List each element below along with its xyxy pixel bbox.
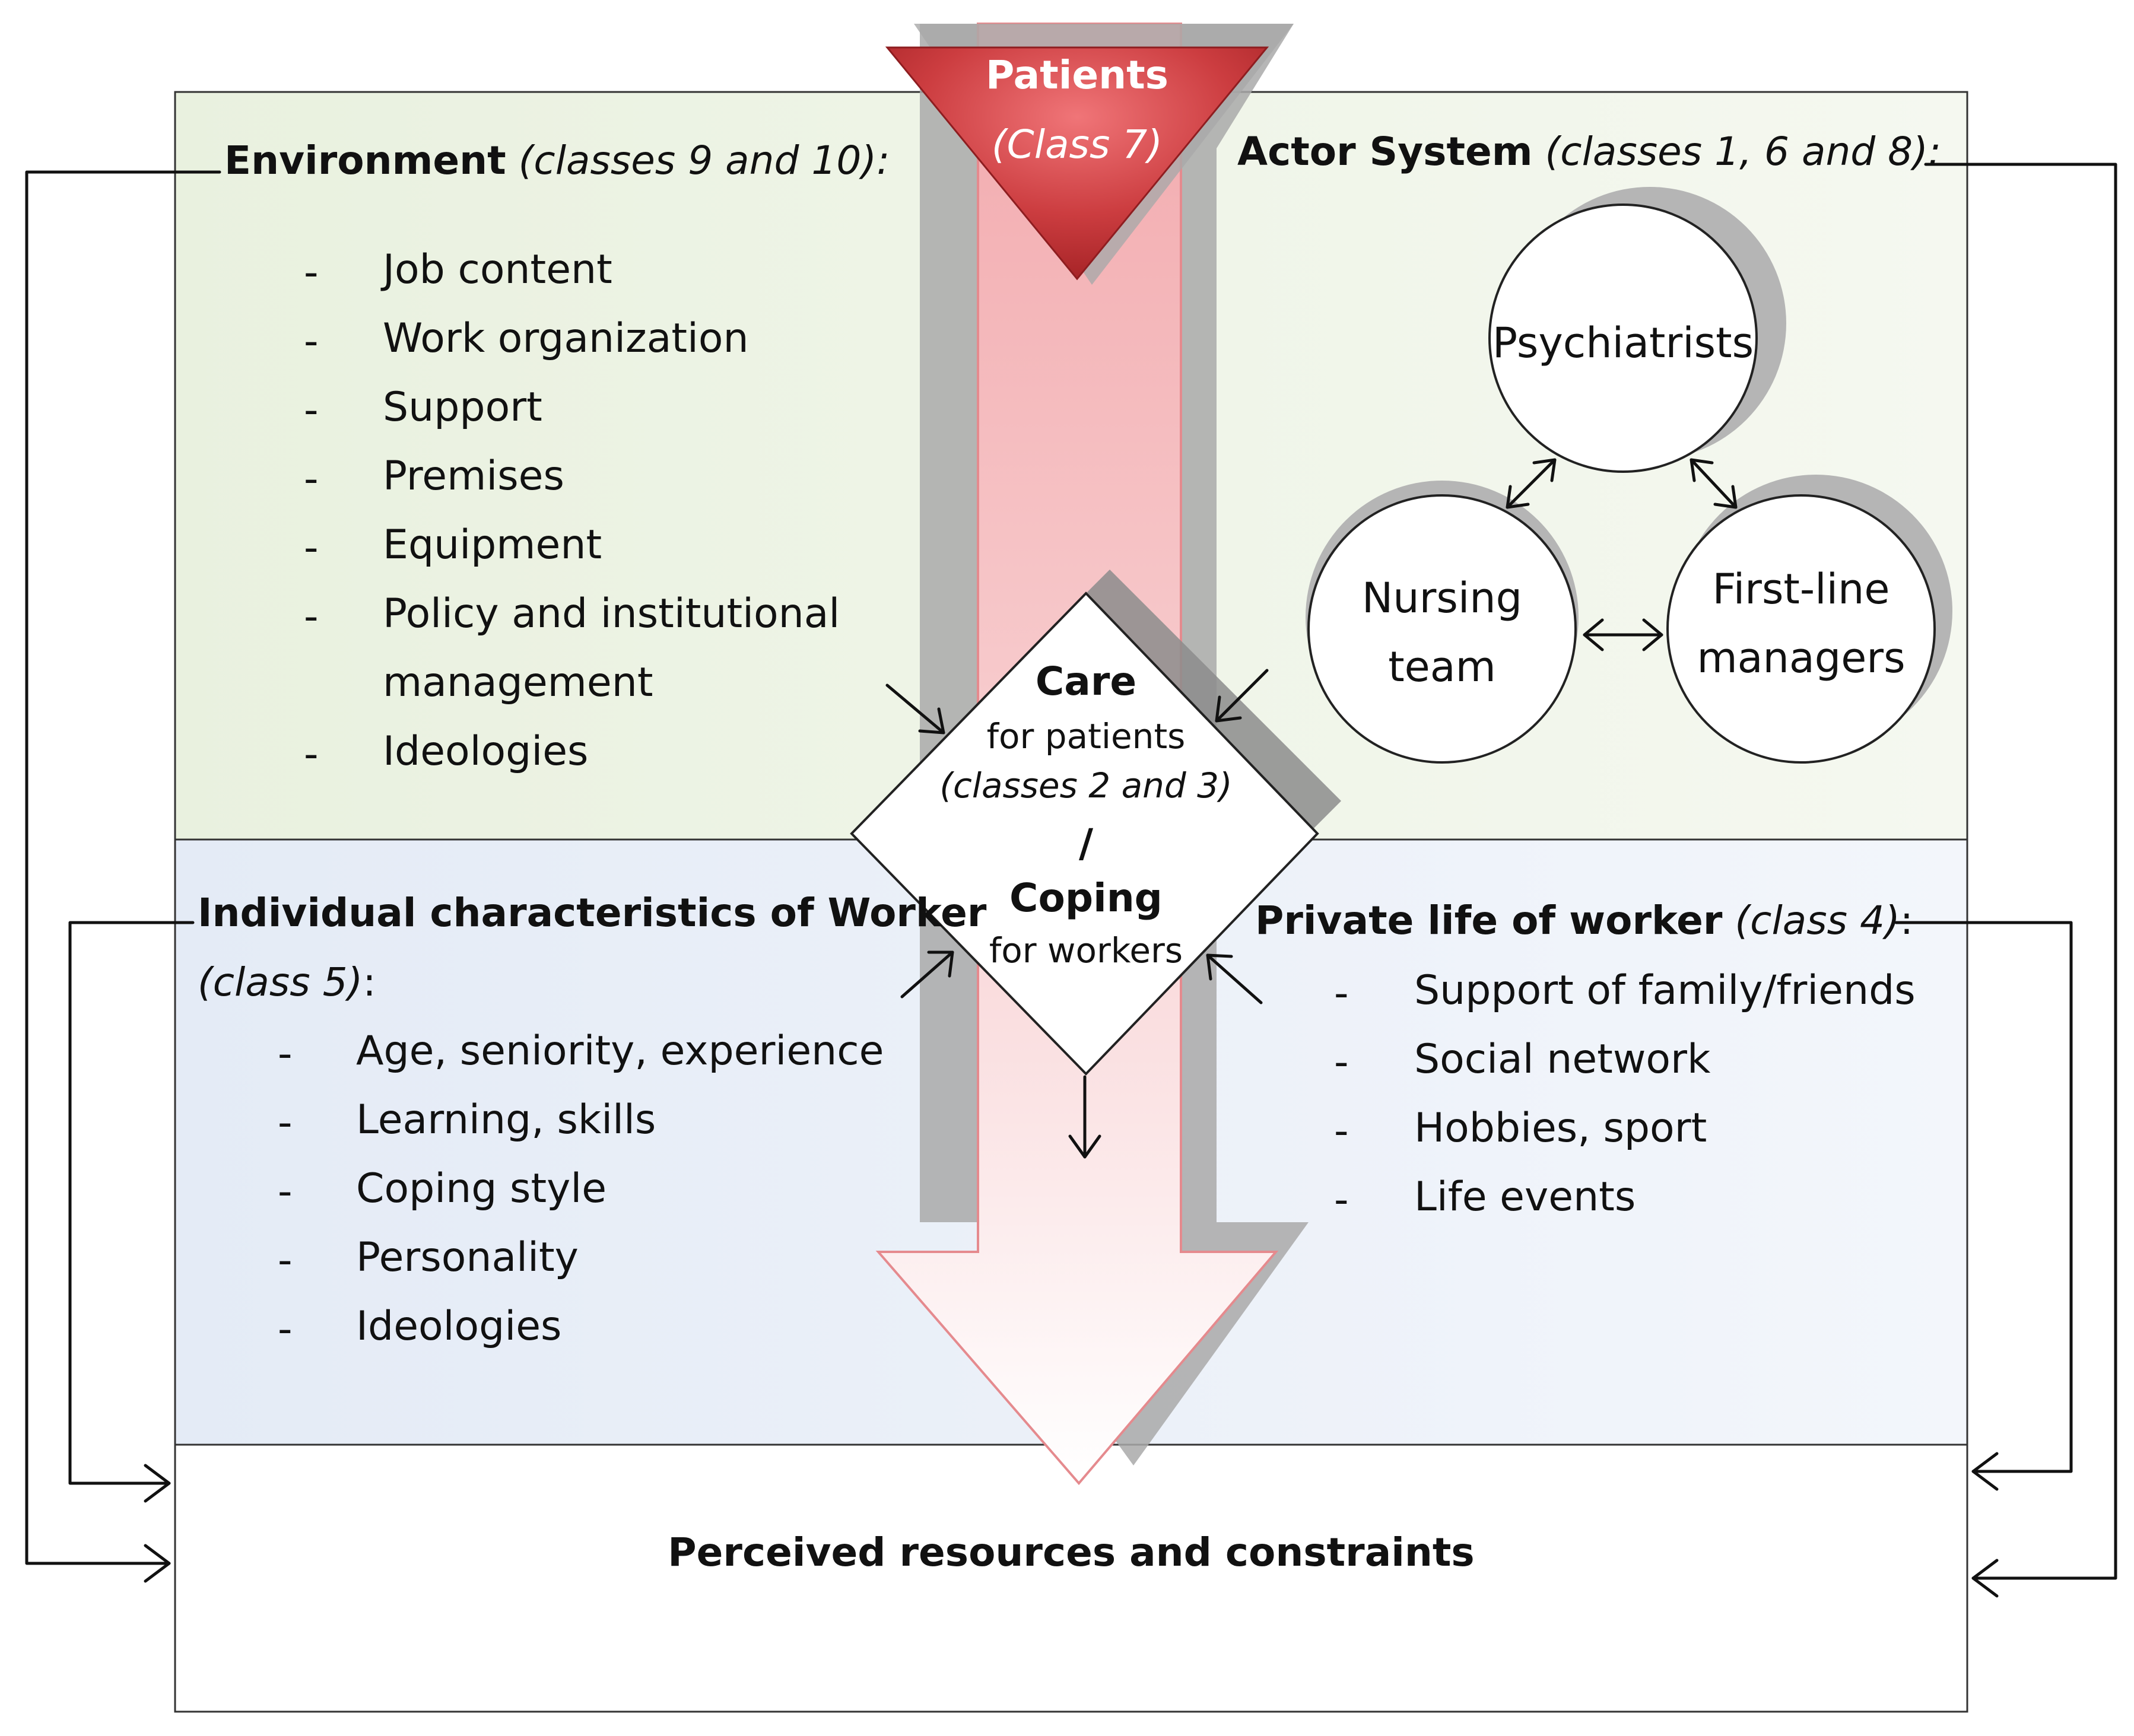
list-dash: -	[304, 731, 319, 778]
managers-label-line2: managers	[1697, 634, 1906, 682]
environment-heading: Environment (classes 9 and 10):	[224, 138, 890, 183]
actor-system-classes: (classes 1, 6 and 8):	[1545, 129, 1942, 174]
actor-system-heading: Actor System (classes 1, 6 and 8):	[1237, 129, 1941, 174]
list-dash: -	[1334, 1177, 1349, 1223]
private-life-colon: :	[1900, 898, 1913, 943]
environment-item: Policy and institutional	[383, 590, 840, 637]
care-subtitle: for patients	[986, 716, 1186, 756]
care-title: Care	[1035, 659, 1137, 704]
environment-item: management	[383, 659, 653, 706]
diamond-down-arrow	[1068, 1075, 1101, 1159]
list-dash: -	[304, 387, 319, 434]
individual-classes: (class 5)	[198, 959, 363, 1005]
individual-item: Coping style	[356, 1165, 607, 1212]
list-dash: -	[304, 318, 319, 365]
private-life-item: Social network	[1414, 1036, 1711, 1083]
perceived-resources-title: Perceived resources and constraints	[668, 1530, 1475, 1575]
environment-item: Premises	[383, 453, 564, 500]
list-dash: -	[278, 1031, 293, 1077]
care-coping-slash: /	[1078, 821, 1094, 866]
list-dash: -	[304, 593, 319, 640]
patients-title: Patients	[986, 52, 1168, 98]
nursing-team-circle	[1307, 494, 1577, 764]
environment-title: Environment	[224, 138, 506, 183]
coping-subtitle: for workers	[989, 930, 1183, 971]
environment-item: Equipment	[383, 522, 602, 568]
individual-title: Individual characteristics of Worker	[198, 890, 987, 936]
coping-title: Coping	[1009, 875, 1163, 921]
individual-item: Ideologies	[356, 1303, 562, 1350]
individual-item: Learning, skills	[356, 1096, 656, 1143]
individual-feedback-arrow	[68, 921, 195, 1503]
environment-to-care-arrow	[885, 683, 945, 735]
actor-to-care-arrow	[1215, 669, 1269, 723]
list-dash: -	[1334, 1039, 1349, 1086]
private-life-classes: (class 4)	[1735, 898, 1900, 943]
environment-classes: (classes 9 and 10):	[518, 138, 890, 183]
care-classes: (classes 2 and 3)	[939, 765, 1233, 806]
actor-system-title: Actor System	[1237, 129, 1533, 174]
managers-circle	[1666, 494, 1936, 764]
actor-feedback-arrow	[1924, 163, 2117, 1598]
individual-item: Personality	[356, 1234, 579, 1281]
patients-triangle	[885, 46, 1269, 281]
list-dash: -	[304, 524, 319, 571]
private-life-item: Support of family/friends	[1414, 967, 1916, 1014]
private-to-coping-arrow	[1206, 953, 1263, 1004]
environment-feedback-arrow	[25, 170, 221, 1583]
private-life-heading: Private life of worker (class 4):	[1255, 898, 1913, 943]
individual-item: Age, seniority, experience	[356, 1028, 884, 1074]
environment-item: Job content	[383, 246, 612, 293]
nursing-team-label-line1: Nursing	[1361, 574, 1523, 622]
list-dash: -	[278, 1306, 293, 1353]
care-coping-diamond	[850, 592, 1319, 1076]
list-dash: -	[278, 1168, 293, 1215]
patients-class: (Class 7)	[991, 122, 1163, 167]
list-dash: -	[278, 1237, 293, 1284]
list-dash: -	[304, 249, 319, 296]
list-dash: -	[278, 1099, 293, 1146]
individual-colon: :	[363, 959, 376, 1005]
perceived-resources-panel	[174, 1444, 1968, 1713]
psychiatrists-managers-arrow	[1690, 458, 1738, 509]
environment-item: Support	[383, 384, 542, 431]
list-dash: -	[1334, 970, 1349, 1017]
psychiatrists-nursing-arrow	[1506, 458, 1557, 509]
private-life-title: Private life of worker	[1255, 898, 1723, 943]
diamond-shadow	[1074, 570, 1341, 837]
environment-item: Ideologies	[383, 728, 589, 775]
private-feedback-arrow	[1894, 921, 2073, 1491]
individual-classes-line: (class 5):	[198, 959, 376, 1005]
private-life-item: Life events	[1414, 1174, 1636, 1220]
psychiatrists-label: Psychiatrists	[1492, 319, 1754, 367]
list-dash: -	[304, 456, 319, 503]
psychiatrists-circle	[1488, 204, 1758, 473]
list-dash: -	[1334, 1108, 1349, 1155]
individual-to-coping-arrow	[900, 950, 954, 999]
private-life-item: Hobbies, sport	[1414, 1105, 1707, 1152]
nursing-managers-arrow	[1583, 618, 1663, 651]
nursing-team-label-line2: team	[1388, 643, 1496, 691]
managers-label-line1: First-line	[1712, 565, 1890, 613]
environment-item: Work organization	[383, 315, 749, 362]
